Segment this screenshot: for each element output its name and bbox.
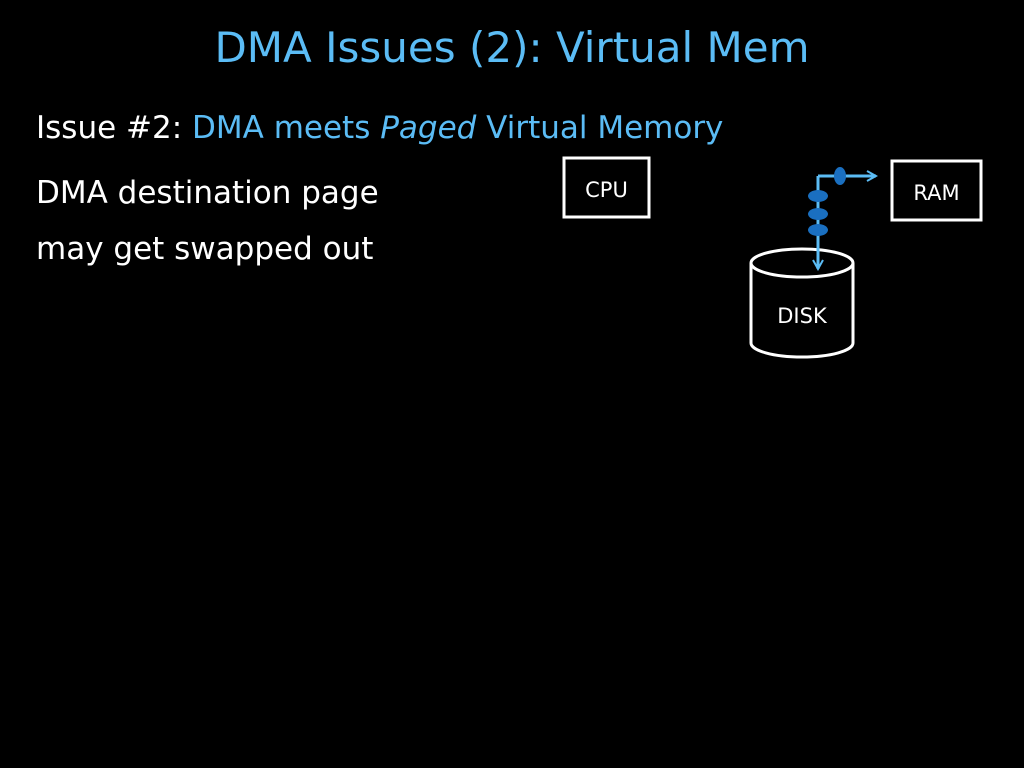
body-line-1: DMA destination page — [36, 175, 379, 211]
disk-cylinder: DISK — [749, 240, 855, 359]
slide-title: DMA Issues (2): Virtual Mem — [214, 23, 810, 72]
ram-label: RAM — [913, 181, 959, 205]
issue-prefix: Issue #2: — [36, 110, 193, 146]
issue-topic-part2: Virtual Memory — [476, 110, 724, 146]
cpu-label: CPU — [585, 178, 628, 202]
cpu-box: CPU — [562, 156, 651, 219]
issue-topic-part1: DMA meets — [192, 110, 381, 146]
bus-dot-upper — [808, 190, 828, 202]
issue-heading: Issue #2: DMA meets Paged Virtual Memory — [36, 104, 723, 152]
bus-dot-middle — [808, 208, 828, 220]
issue-topic: DMA meets Paged Virtual Memory — [192, 110, 723, 146]
ram-box: RAM — [890, 159, 983, 222]
body-line-2: may get swapped out — [36, 231, 374, 267]
disk-label: DISK — [777, 304, 828, 328]
bus-dot-horizontal — [834, 167, 846, 185]
issue-topic-emphasis: Paged — [380, 110, 477, 146]
bus-dot-lower — [808, 224, 828, 236]
